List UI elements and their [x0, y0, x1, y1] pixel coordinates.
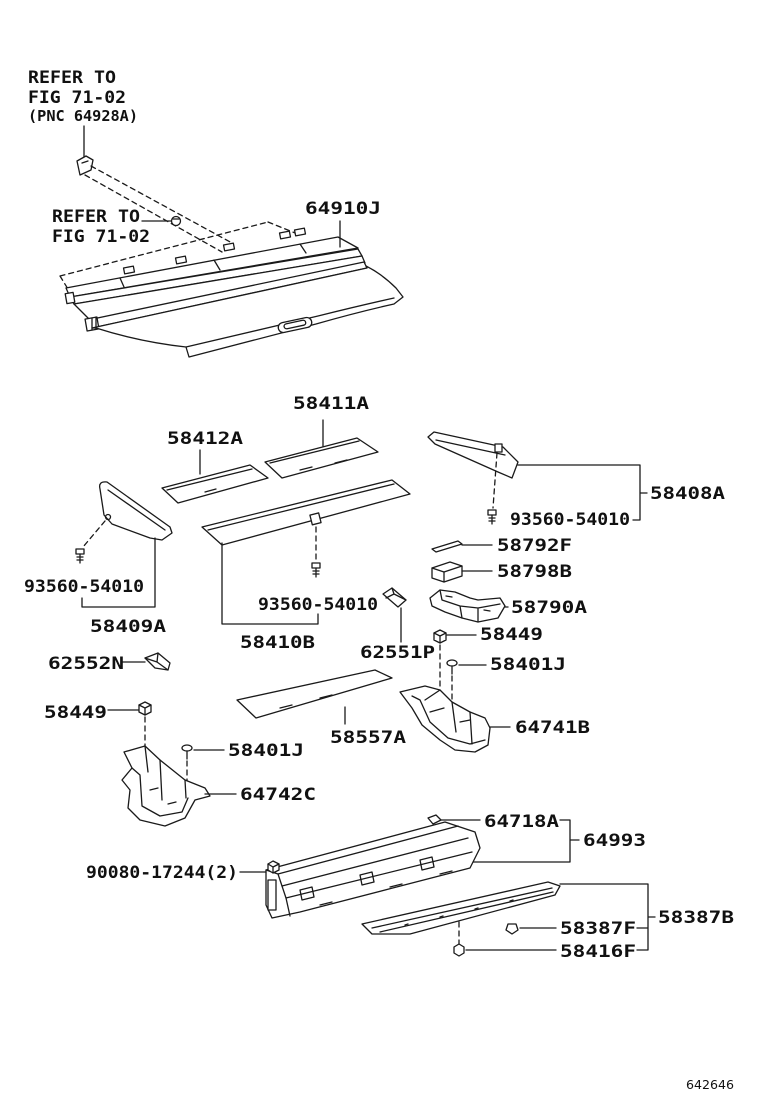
plate-58387b-part-number: 58387B [658, 908, 734, 928]
nut-58416f [453, 921, 557, 957]
clip-62552n-part-number: 62552N [48, 654, 124, 674]
screw-center [311, 562, 321, 578]
clip-58792f-part-number: 58792F [497, 536, 572, 556]
screw-58401j-right [446, 659, 487, 703]
nut-left-part-number: 58449 [44, 703, 107, 723]
clip-64718a [427, 814, 580, 863]
tonneau-cover-part-number: 64910J [305, 199, 381, 219]
clip-64718a-part-number: 64718A [484, 812, 559, 832]
clip-58387f [505, 923, 557, 935]
mat-58557a-part-number: 58557A [330, 728, 406, 748]
bracket-58790a [429, 589, 509, 623]
clip-58792f [431, 540, 493, 553]
bracket-58790a-part-number: 58790A [511, 598, 587, 618]
tray-right-part-number: 64741B [515, 718, 590, 738]
screw-58401j-left [181, 744, 225, 791]
pad-62551p-part-number: 62551P [360, 643, 435, 663]
mat-58557a [236, 669, 393, 725]
nut-90080 [239, 860, 280, 874]
side-cover-left-part-number: 58409A [90, 617, 166, 637]
screw-58401j-right-part-number: 58401J [490, 655, 566, 675]
cover-clip-dashed-guides [84, 165, 233, 253]
screw-58401j-left-part-number: 58401J [228, 741, 304, 761]
clip-58798b [431, 561, 493, 583]
deck-board-main-part-number: 58410B [240, 633, 315, 653]
scuff-plate-assy [265, 821, 481, 919]
screw-left [75, 548, 85, 564]
cover-nut [141, 215, 182, 227]
pad-62551p [382, 587, 407, 643]
reference-upper-line2: FIG 71-02 [28, 88, 126, 108]
deck-board-left [161, 449, 269, 504]
reference-upper-line1: REFER TO [28, 68, 116, 88]
nut-right-part-number: 58449 [480, 625, 543, 645]
clip-58798b-part-number: 58798B [497, 562, 572, 582]
tonneau-cover [59, 220, 404, 358]
tray-left-part-number: 64742C [240, 785, 316, 805]
nut-58416f-part-number: 58416F [560, 942, 636, 962]
figure-number: 642646 [686, 1078, 734, 1092]
screw-right [487, 509, 497, 525]
deck-board-center-part-number: 58411A [293, 394, 369, 414]
deck-board-left-part-number: 58412A [167, 429, 243, 449]
side-cover-left [81, 481, 173, 608]
screw-left-part-number: 93560-54010 [24, 577, 144, 597]
tray-right [399, 685, 511, 753]
screw-center-part-number: 93560-54010 [258, 595, 378, 615]
scuff-plate-assy-part-number: 64993 [583, 831, 646, 851]
reference-lower-line2: FIG 71-02 [52, 227, 150, 247]
tray-left [121, 745, 237, 827]
nut-90080-part-number: 90080-17244(2) [86, 863, 238, 883]
deck-board-main [201, 479, 411, 625]
cover-clip [76, 125, 94, 176]
side-cover-right [427, 431, 648, 521]
side-cover-right-part-number: 58408A [650, 484, 725, 504]
deck-board-center [264, 419, 379, 479]
reference-upper-line3: (PNC 64928A) [28, 107, 138, 125]
clip-58387f-part-number: 58387F [560, 919, 636, 939]
clip-62552n [121, 652, 171, 671]
reference-lower-line1: REFER TO [52, 207, 140, 227]
plate-58387b [361, 881, 656, 951]
nut-left [107, 701, 152, 771]
screw-right-part-number: 93560-54010 [510, 510, 630, 530]
